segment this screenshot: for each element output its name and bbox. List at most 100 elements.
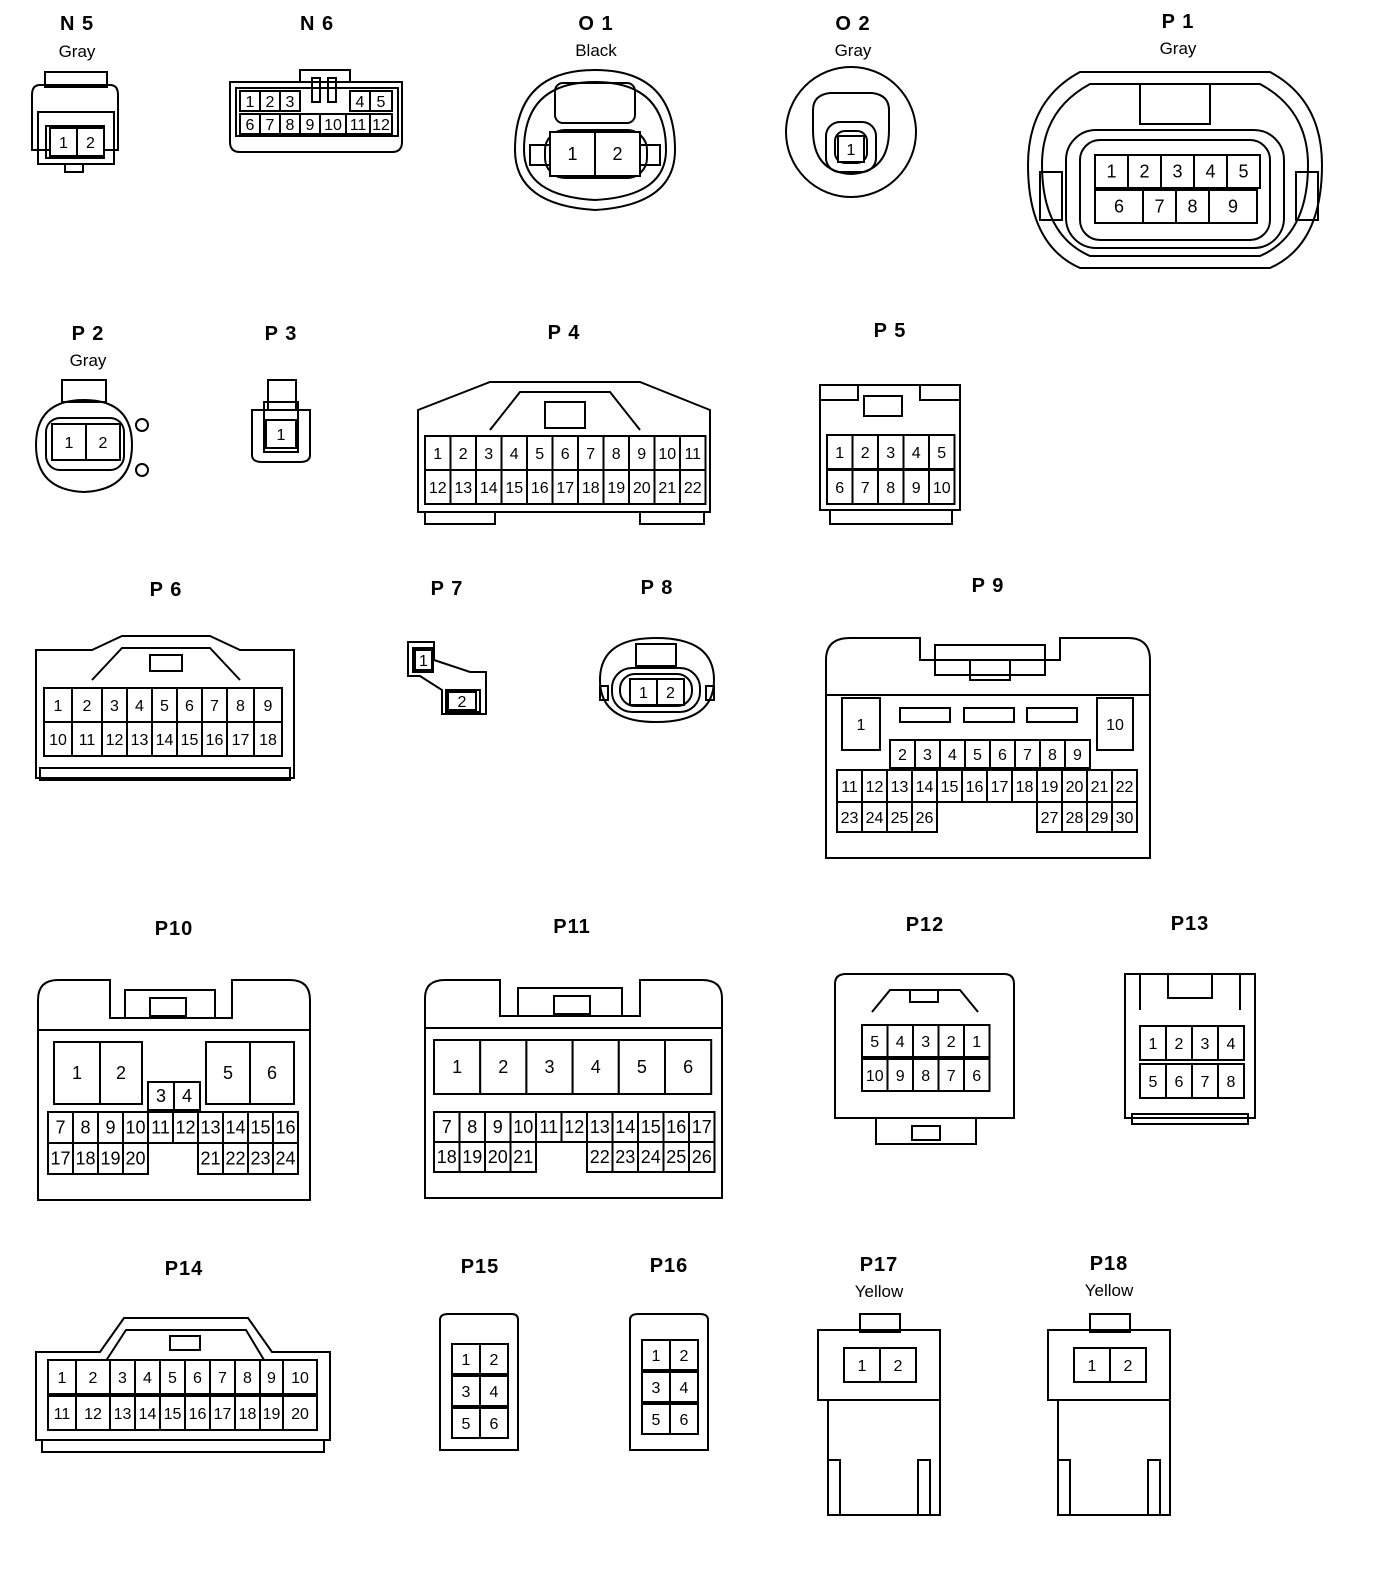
pin-number: 10 <box>291 1370 309 1387</box>
pin-number: 1 <box>857 717 866 734</box>
pin-cell <box>43 687 73 723</box>
pin-number: 9 <box>264 698 273 715</box>
pin-number: 16 <box>666 1117 686 1137</box>
pin-number: 21 <box>1091 779 1109 796</box>
pin-number: 3 <box>286 94 295 111</box>
connector-P16-body <box>629 1313 709 1451</box>
pin-cell <box>479 1375 509 1407</box>
pin-number: 20 <box>125 1149 145 1169</box>
pin-cell <box>51 423 87 461</box>
pin-number: 17 <box>991 779 1009 796</box>
pin-cell <box>369 90 393 112</box>
pin-cell <box>628 469 656 505</box>
pin-number: 5 <box>1238 162 1248 182</box>
pin-number: 25 <box>666 1147 686 1167</box>
pin-cell <box>637 1111 665 1143</box>
pin-number: 2 <box>86 135 95 152</box>
pin-number: 6 <box>490 1416 499 1433</box>
pin-number: 1 <box>835 445 844 462</box>
pin-number: 1 <box>72 1063 82 1083</box>
connector-P3-pins: 1 <box>265 419 297 449</box>
pin-number: 7 <box>442 1117 452 1137</box>
pin-number: 4 <box>143 1370 152 1387</box>
connector-O2-body <box>785 66 917 198</box>
pin-number: 30 <box>1116 810 1134 827</box>
connector-color-N5: Gray <box>59 42 96 61</box>
pin-cell <box>669 1403 699 1435</box>
connector-id-P1: P 1 <box>1162 11 1195 33</box>
pin-number: 13 <box>891 779 909 796</box>
pin-number: 5 <box>637 1057 647 1077</box>
connector-N5-body <box>31 71 119 173</box>
connector-id-N6: N 6 <box>300 13 334 35</box>
pin-number: 7 <box>55 1118 65 1138</box>
pin-number: 11 <box>79 732 96 749</box>
pin-cell <box>47 1142 74 1175</box>
pin-number: 20 <box>488 1147 508 1167</box>
pin-number: 19 <box>462 1147 482 1167</box>
pin-number: 18 <box>239 1406 257 1423</box>
pin-number: 11 <box>151 1118 170 1138</box>
pin-number: 8 <box>612 446 621 463</box>
pin-number: 1 <box>246 94 255 111</box>
pin-cell <box>911 801 938 833</box>
pin-number: 9 <box>306 117 315 134</box>
connector-id-N5: N 5 <box>60 13 94 35</box>
pin-cell <box>1064 739 1091 769</box>
pin-number: 1 <box>419 653 428 670</box>
pin-number: 2 <box>459 446 468 463</box>
pin-cell <box>184 1395 211 1431</box>
pin-cell <box>76 127 105 157</box>
pin-number: 5 <box>652 1412 661 1429</box>
pin-number: 1 <box>567 144 577 164</box>
pin-number: 6 <box>1175 1074 1184 1091</box>
pin-cell <box>551 469 579 505</box>
pin-number: 1 <box>65 435 74 452</box>
pin-number: 8 <box>80 1118 90 1138</box>
pin-number: 14 <box>480 480 498 497</box>
pin-cell <box>451 1375 481 1407</box>
connector-P13-body <box>1124 973 1256 1125</box>
pin-cell <box>889 739 916 769</box>
pin-number: 4 <box>356 94 365 111</box>
pin-cell <box>201 721 228 757</box>
pin-number: 5 <box>973 747 982 764</box>
pin-number: 3 <box>923 747 932 764</box>
connector-id-P13: P13 <box>1171 913 1210 935</box>
pin-cell <box>122 1111 149 1144</box>
pin-number: 19 <box>607 480 625 497</box>
pin-number: 27 <box>1041 810 1059 827</box>
pin-cell <box>253 721 283 757</box>
pin-number: 4 <box>182 1086 192 1106</box>
connector-N6-body <box>229 69 403 153</box>
pin-number: 12 <box>372 117 390 134</box>
pin-number: 10 <box>1106 717 1124 734</box>
pin-cell <box>451 1343 481 1375</box>
pin-number: 18 <box>437 1147 457 1167</box>
pin-cell <box>1109 1347 1147 1383</box>
pin-number: 2 <box>458 694 467 711</box>
pin-number: 8 <box>886 480 895 497</box>
connector-O2-pins: 1 <box>837 135 865 163</box>
pin-cell <box>586 1141 614 1173</box>
connector-id-P14: P14 <box>165 1258 204 1280</box>
pin-number: 11 <box>54 1406 71 1423</box>
pin-cell <box>282 1395 318 1431</box>
pin-number: 22 <box>225 1149 245 1169</box>
pin-cell <box>509 1141 537 1173</box>
pin-number: 4 <box>591 1057 601 1077</box>
pin-number: 29 <box>1091 810 1109 827</box>
pin-cell <box>265 419 297 449</box>
pin-cell <box>1061 801 1088 833</box>
pin-cell <box>1226 154 1261 189</box>
pin-number: 3 <box>652 1380 661 1397</box>
pin-number: 5 <box>168 1370 177 1387</box>
pin-number: 6 <box>683 1057 693 1077</box>
pin-number: 7 <box>947 1068 956 1085</box>
